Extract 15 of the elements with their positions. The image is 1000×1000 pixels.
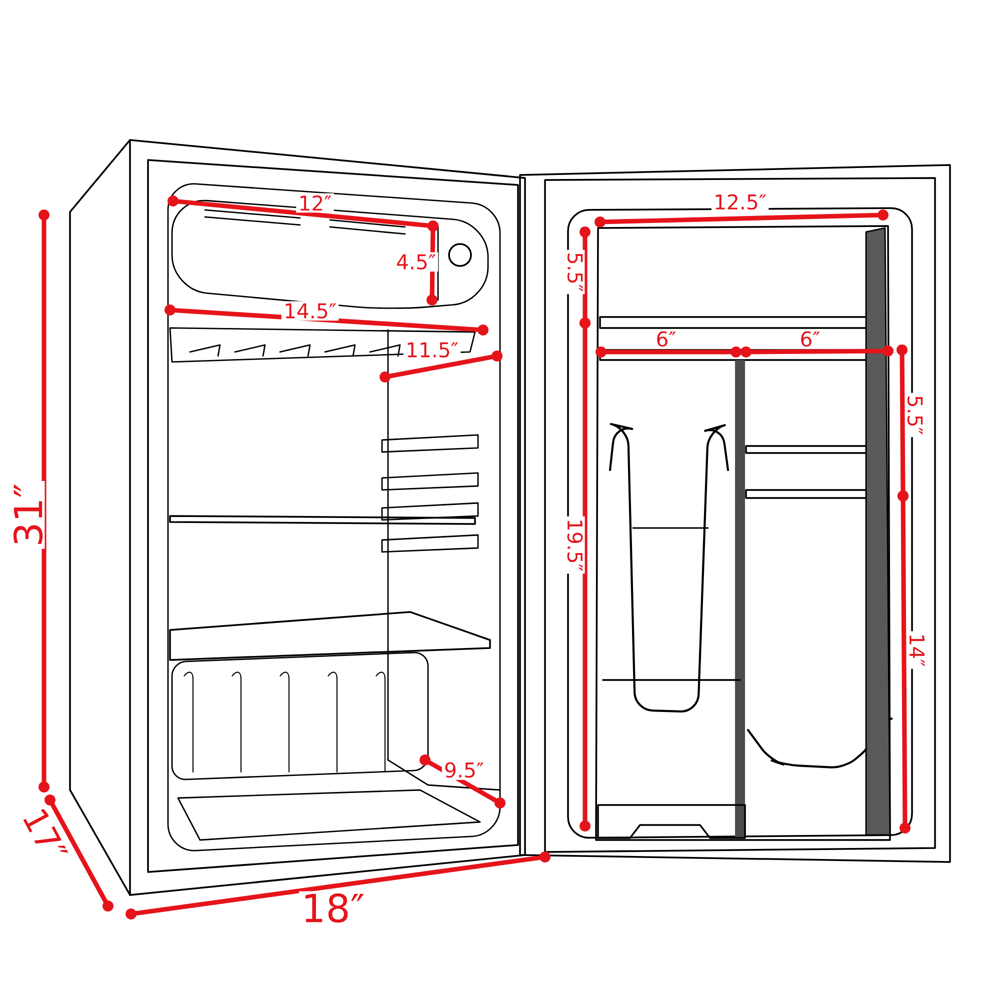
dimension-label: 18″ bbox=[299, 891, 367, 925]
dimension-label: 12″ bbox=[296, 193, 334, 213]
dimension-label: 5.5″ bbox=[905, 392, 925, 438]
dimension-label: 14.5″ bbox=[281, 301, 339, 321]
dimension-label: 14″ bbox=[907, 631, 927, 669]
dimension-label: 6″ bbox=[654, 329, 678, 349]
dimension-label: 12.5″ bbox=[711, 192, 769, 212]
dimension-label: 19.5″ bbox=[565, 516, 585, 574]
dimension-label: 9.5″ bbox=[442, 760, 486, 780]
dimension-label: 4.5″ bbox=[394, 252, 438, 272]
dimension-label: 5.5″ bbox=[565, 250, 585, 294]
dimension-label: 6″ bbox=[798, 329, 822, 349]
dimension-label: 11.5″ bbox=[403, 340, 461, 360]
dimension-label: 17″ bbox=[18, 802, 72, 868]
dimension-label: 31″ bbox=[11, 481, 45, 549]
